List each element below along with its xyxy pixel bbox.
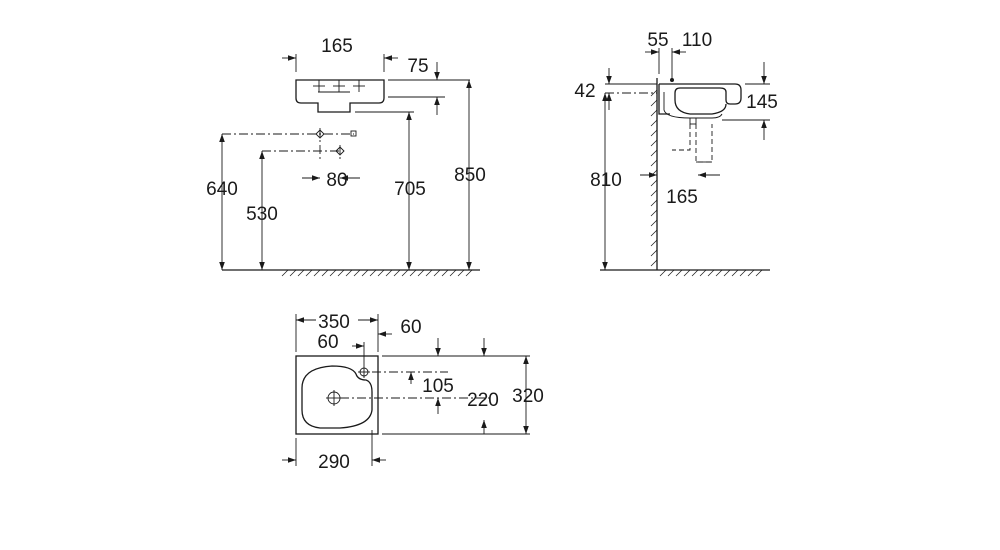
dim-tap-projection: 110 <box>682 30 712 51</box>
plan-view: 350 60 60 105 220 320 290 <box>282 312 544 473</box>
wall-hatch <box>650 89 658 267</box>
dim-overall-width: 350 <box>318 312 350 333</box>
trap-hidden-line <box>672 124 713 163</box>
dim-rim-offset: 42 <box>574 81 595 102</box>
dim-tap-hole-from-edge: 60 <box>400 317 421 338</box>
dim-bowl-depth: 145 <box>746 92 778 113</box>
waste-outlet-markers <box>222 128 357 160</box>
side-floor-hatch <box>659 269 763 277</box>
dim-floor-to-bracket: 810 <box>590 170 622 191</box>
dim-rim-to-top: 75 <box>407 56 428 77</box>
bowl-plan-outline <box>301 365 373 429</box>
dim-overall-depth: 320 <box>512 386 544 407</box>
dim-underside-height: 705 <box>394 179 426 200</box>
floor-hatch <box>281 269 473 277</box>
side-view: 55 110 42 145 810 165 <box>574 30 778 277</box>
dim-bowl-width: 290 <box>318 452 350 473</box>
dim-waste-height-lower: 530 <box>246 204 278 225</box>
side-waste-outlet <box>689 117 697 125</box>
dim-waste-spacing: 80 <box>326 170 347 191</box>
dim-depth-to-waste: 220 <box>467 390 499 411</box>
dim-waste-height-upper: 640 <box>206 179 238 200</box>
dim-tap-hole-from-side: 60 <box>317 332 338 353</box>
tap-hole-markers <box>313 80 365 92</box>
dim-tap-offset: 55 <box>647 30 668 51</box>
basin-plan-outline <box>295 355 379 435</box>
basin-side-profile <box>658 83 742 115</box>
dim-trap-projection: 165 <box>666 187 698 208</box>
front-view: 165 75 850 705 640 530 80 <box>206 36 486 277</box>
dim-tap-to-waste: 105 <box>422 376 454 397</box>
dim-rim-height: 850 <box>454 165 486 186</box>
basin-front-outline <box>295 79 385 113</box>
dim-tap-spacing: 165 <box>321 36 353 57</box>
